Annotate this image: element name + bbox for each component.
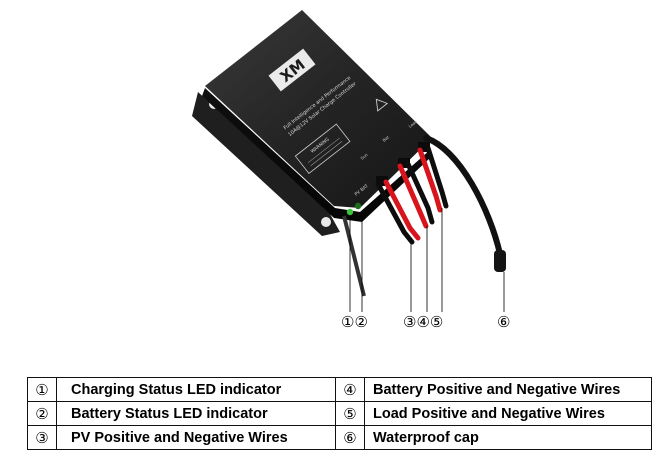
- port-label-load: Load: [408, 119, 419, 129]
- battery-led-icon: [354, 202, 362, 210]
- pv-grommet: [376, 176, 388, 186]
- charging-led-icon: [346, 208, 354, 216]
- battery-negative-wire: [405, 161, 435, 225]
- legend-label: Battery Status LED indicator: [56, 401, 336, 426]
- controller-housing-top: [205, 10, 432, 208]
- legend-number: ①: [27, 377, 57, 402]
- load-grommet: [418, 142, 430, 152]
- legend-row: ① Charging Status LED indicator ④ Batter…: [27, 377, 652, 402]
- waterproof-cable: [423, 135, 503, 257]
- legend-number: ⑤: [335, 401, 365, 426]
- callout-3-4-5: ③④⑤: [403, 313, 444, 331]
- certification-icon: [375, 98, 389, 112]
- load-positive-wire: [417, 147, 443, 213]
- callout-1-2: ①②: [341, 313, 368, 331]
- legend-label: Battery Positive and Negative Wires: [364, 377, 652, 402]
- legend-row: ② Battery Status LED indicator ⑤ Load Po…: [27, 401, 652, 426]
- pv-positive-wire: [383, 179, 421, 241]
- component-legend-table: ① Charging Status LED indicator ④ Batter…: [27, 377, 652, 450]
- battery-grommet: [398, 158, 410, 168]
- legend-number: ⑥: [335, 425, 365, 450]
- legend-row: ③ PV Positive and Negative Wires ⑥ Water…: [27, 425, 652, 450]
- legend-label: Charging Status LED indicator: [56, 377, 336, 402]
- battery-positive-wire: [397, 163, 429, 229]
- mount-hole-bottom: [321, 217, 331, 227]
- legend-number: ④: [335, 377, 365, 402]
- port-label-sun: Sun: [360, 152, 369, 161]
- legend-label: Load Positive and Negative Wires: [364, 401, 652, 426]
- port-label-bat: Bat: [382, 134, 391, 142]
- controller-illustration: XM Full Intelligence and Performance 10A…: [192, 10, 506, 312]
- legend-number: ②: [27, 401, 57, 426]
- load-negative-wire: [425, 145, 449, 209]
- controller-housing-side: [202, 88, 430, 222]
- pv-negative-wire: [375, 181, 415, 245]
- legend-label: PV Positive and Negative Wires: [56, 425, 336, 450]
- waterproof-cap-icon: [494, 250, 506, 272]
- controller-diagram: XM Full Intelligence and Performance 10A…: [192, 10, 511, 331]
- legend-number: ③: [27, 425, 57, 450]
- callout-6: ⑥: [497, 313, 511, 331]
- led-probe: [342, 215, 366, 297]
- mounting-bracket: [192, 92, 340, 236]
- legend-label: Waterproof cap: [364, 425, 652, 450]
